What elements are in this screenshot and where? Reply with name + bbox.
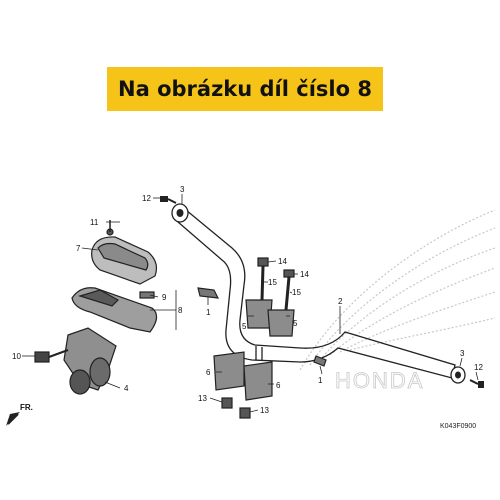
banner-text: Na obrázku díl číslo 8 — [118, 77, 372, 101]
callout-15-left: 15 — [268, 278, 277, 287]
callout-6-left: 6 — [206, 368, 211, 377]
leader-lines — [22, 194, 479, 413]
callout-8: 8 — [178, 306, 183, 315]
callout-3-right: 3 — [460, 349, 465, 358]
pin-left — [197, 287, 220, 299]
callout-14-left: 14 — [278, 257, 287, 266]
callout-9: 9 — [162, 293, 167, 302]
callout-1-right: 1 — [318, 376, 323, 385]
callout-1-left: 1 — [206, 308, 211, 317]
upper-holder-right — [267, 269, 295, 337]
handlebar-pipe — [177, 209, 456, 379]
part-number-banner: Na obrázku díl číslo 8 — [107, 67, 383, 111]
upper-holder-left — [245, 257, 273, 329]
bar-end-weight-left — [171, 203, 189, 223]
top-cover-part — [91, 220, 158, 285]
callout-10: 10 — [12, 352, 21, 361]
lower-holder-right — [239, 361, 273, 419]
lower-holder-left — [213, 351, 245, 409]
front-arrow-label: FR. — [20, 403, 33, 412]
honda-wing-watermark — [299, 209, 496, 371]
callout-15-right: 15 — [292, 288, 301, 297]
callout-11: 11 — [90, 218, 99, 227]
callout-13-right: 13 — [260, 406, 269, 415]
callout-2: 2 — [338, 297, 343, 306]
screw-left — [160, 196, 177, 204]
callout-14-right: 14 — [300, 270, 309, 279]
callout-6-right: 6 — [276, 381, 281, 390]
callout-4: 4 — [124, 384, 129, 393]
under-cover-part — [71, 287, 158, 333]
lower-bracket-part — [34, 327, 117, 395]
front-arrow — [6, 412, 20, 426]
callout-7: 7 — [76, 244, 81, 253]
callout-12-left: 12 — [142, 194, 151, 203]
callout-13-left: 13 — [198, 394, 207, 403]
callout-3-left: 3 — [180, 185, 185, 194]
callout-12-right: 12 — [474, 363, 483, 372]
honda-watermark-text: HONDA — [335, 368, 424, 393]
diagram-code: K043F0900 — [440, 423, 477, 430]
pin-right — [313, 355, 327, 367]
callout-5-left: 5 — [242, 322, 247, 331]
bar-end-weight-right — [450, 366, 466, 384]
callout-5-right: 5 — [293, 319, 298, 328]
screw-right — [469, 379, 484, 388]
